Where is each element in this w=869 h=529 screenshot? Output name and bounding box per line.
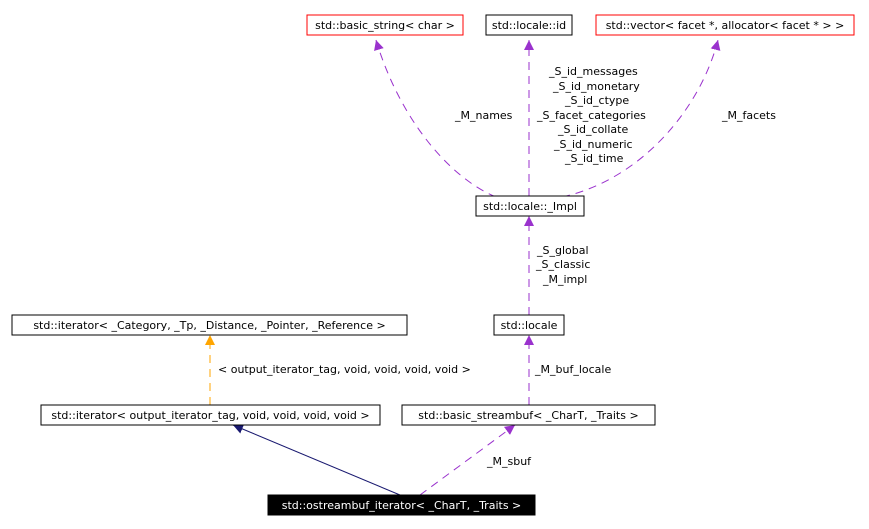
- node-locale-impl-label: std::locale::_Impl: [483, 200, 577, 213]
- node-basic-streambuf-label: std::basic_streambuf< _CharT, _Traits >: [418, 409, 638, 422]
- node-locale-id[interactable]: std::locale::id: [485, 14, 573, 36]
- label-id-ctype: _S_id_ctype: [564, 94, 629, 107]
- node-locale-label: std::locale: [501, 319, 558, 332]
- node-vector-facets[interactable]: std::vector< facet *, allocator< facet *…: [595, 14, 855, 36]
- node-basic-streambuf[interactable]: std::basic_streambuf< _CharT, _Traits >: [401, 404, 656, 426]
- label-id-monetary: _S_id_monetary: [552, 80, 640, 93]
- label-facet-categories: _S_facet_categories: [536, 109, 646, 122]
- node-iterator-generic-label: std::iterator< _Category, _Tp, _Distance…: [33, 319, 385, 332]
- node-basic-string[interactable]: std::basic_string< char >: [306, 14, 464, 36]
- label-template-args: < output_iterator_tag, void, void, void,…: [218, 363, 471, 376]
- label-s-global: _S_global: [536, 244, 589, 257]
- node-ostreambuf-iterator-label: std::ostreambuf_iterator< _CharT, _Trait…: [282, 499, 522, 512]
- edge-inheritance: [232, 424, 401, 496]
- label-m-sbuf: _M_sbuf: [486, 455, 532, 468]
- label-id-numeric: _S_id_numeric: [553, 138, 633, 151]
- node-locale-impl[interactable]: std::locale::_Impl: [475, 195, 585, 217]
- node-locale-id-label: std::locale::id: [492, 19, 566, 32]
- node-basic-string-label: std::basic_string< char >: [315, 19, 455, 32]
- node-iterator-output[interactable]: std::iterator< output_iterator_tag, void…: [40, 404, 381, 426]
- edge-m-names: [374, 39, 497, 198]
- label-id-messages: _S_id_messages: [548, 65, 638, 78]
- node-iterator-output-label: std::iterator< output_iterator_tag, void…: [51, 409, 369, 422]
- label-m-facets: _M_facets: [721, 109, 776, 122]
- label-m-buf-locale: _M_buf_locale: [534, 363, 611, 376]
- label-s-classic: _S_classic: [535, 258, 590, 271]
- edge-m-facets: [561, 39, 721, 198]
- label-id-time: _S_id_time: [564, 152, 624, 165]
- node-iterator-generic[interactable]: std::iterator< _Category, _Tp, _Distance…: [11, 314, 408, 336]
- edge-m-sbuf: [419, 424, 516, 496]
- label-m-names: _M_names: [454, 109, 513, 122]
- label-id-collate: _S_id_collate: [557, 123, 628, 136]
- node-ostreambuf-iterator[interactable]: std::ostreambuf_iterator< _CharT, _Trait…: [267, 494, 536, 516]
- label-m-impl: _M_impl: [542, 273, 587, 286]
- node-vector-facets-label: std::vector< facet *, allocator< facet *…: [606, 19, 845, 32]
- node-locale[interactable]: std::locale: [493, 314, 565, 336]
